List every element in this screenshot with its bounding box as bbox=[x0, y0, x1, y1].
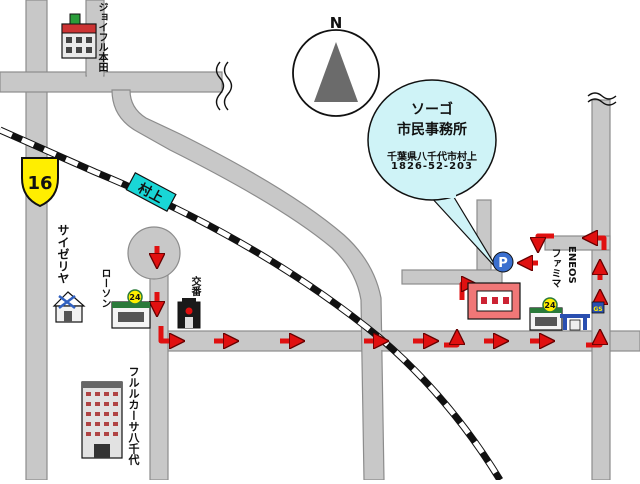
route-16-shield: 16 bbox=[21, 157, 59, 208]
lawson-24-label: 24 bbox=[129, 293, 141, 302]
lawson-building-icon: 24 bbox=[111, 289, 151, 329]
familymart-24-label: 24 bbox=[544, 301, 556, 310]
office-subtitle: 市民事務所 bbox=[397, 122, 467, 138]
joyful-building-icon bbox=[61, 13, 97, 59]
label-joyful: ジョイフル本田 bbox=[96, 2, 107, 72]
gs-label: GS bbox=[593, 306, 602, 313]
parking-label: P bbox=[498, 256, 508, 271]
parking-icon: P bbox=[492, 251, 514, 273]
label-saizeriya: サイゼリヤ bbox=[56, 224, 70, 284]
label-apartment: フルルカーサ八千代 bbox=[127, 366, 140, 465]
apartment-building-icon bbox=[81, 381, 123, 459]
label-familymart: ファミマ bbox=[549, 248, 560, 288]
compass-needle-icon bbox=[314, 42, 358, 102]
road-east-vertical bbox=[591, 99, 611, 481]
koban-icon bbox=[177, 298, 201, 329]
station-sign: 村上 bbox=[125, 172, 177, 213]
compass: N bbox=[292, 14, 380, 117]
route-number: 16 bbox=[27, 173, 52, 194]
gas-station-icon: GS bbox=[560, 301, 605, 331]
saizeriya-building-icon bbox=[52, 291, 86, 323]
office-name: ソーゴ bbox=[411, 102, 453, 118]
label-lawson: ローソン bbox=[99, 268, 110, 308]
roundabout bbox=[127, 226, 181, 280]
office-phone: 1826-52-203 bbox=[391, 161, 473, 172]
office-address: 千葉県八千代市村上 bbox=[387, 152, 477, 163]
road-curved bbox=[111, 89, 385, 481]
compass-label: N bbox=[330, 14, 343, 32]
break-marks bbox=[215, 61, 617, 111]
familymart-building-icon: 24 bbox=[529, 297, 563, 331]
office-building-icon bbox=[467, 282, 521, 320]
office-callout bbox=[367, 79, 499, 271]
route-arrows bbox=[157, 236, 604, 345]
label-koban: 交番 bbox=[189, 276, 200, 296]
label-eneos: ENEOS bbox=[566, 246, 577, 284]
